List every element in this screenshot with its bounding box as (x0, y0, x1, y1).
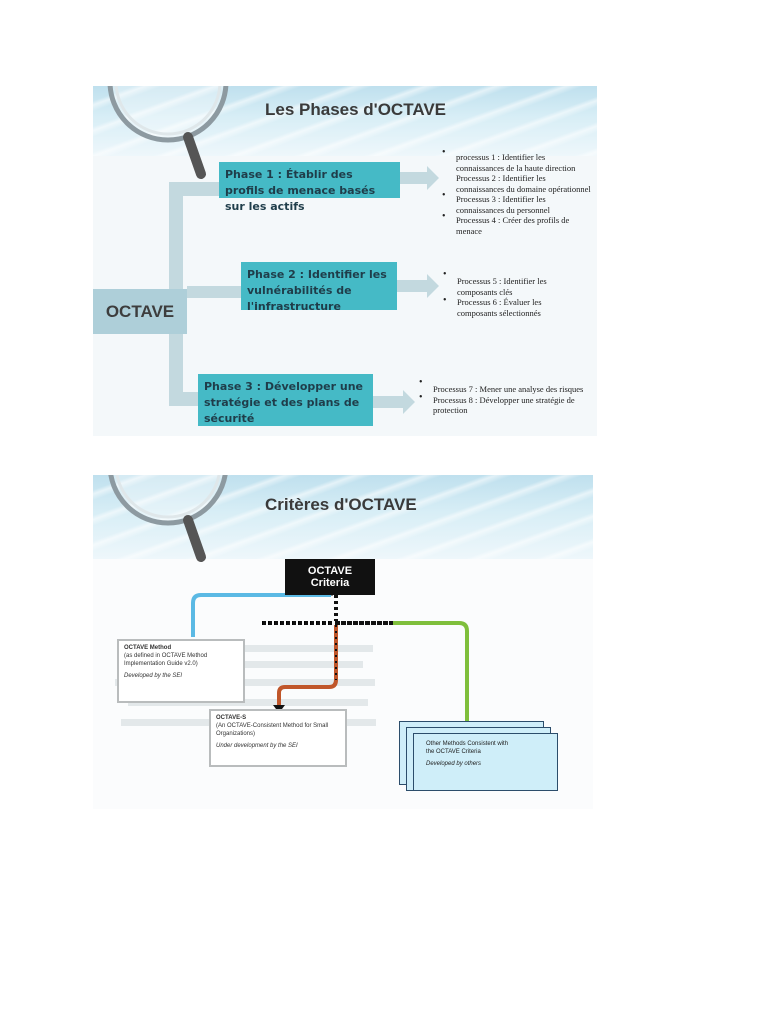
bullet: • (442, 147, 446, 158)
method-title: OCTAVE-S (216, 715, 247, 721)
slide-title: Les Phases d'OCTAVE (265, 100, 447, 119)
method-note: Developed by the SEI (124, 673, 183, 679)
slide-banner (93, 86, 597, 156)
other-methods-desc: Other Methods Consistent with the OCTAVE… (426, 741, 509, 755)
octave-s-box: OCTAVE-S (An OCTAVE-Consistent Method fo… (209, 709, 347, 767)
process-text: processus 1 : Identifier les connaissanc… (456, 152, 576, 173)
octave-method-box: OCTAVE Method (as defined in OCTAVE Meth… (117, 639, 245, 703)
process-text: Processus 3 : Identifier les connaissanc… (456, 194, 550, 215)
bullet: • (419, 377, 423, 388)
octave-criteria-slide: Critères d'OCTAVE OCTAVE Criteria OCTAVE… (93, 475, 593, 809)
method-note: Under development by the SEI (216, 743, 298, 749)
phase-1-box: Phase 1 : Établir des profils de menace … (219, 162, 400, 213)
other-methods-note: Developed by others (426, 761, 482, 767)
criteria-line: Criteria (310, 577, 350, 589)
criteria-connectors (191, 593, 473, 731)
process-item: • Processus 7 : Mener une analyse des ris… (419, 377, 595, 395)
magnifier-icon (107, 86, 229, 179)
process-text: Processus 5 : Identifier les composants … (457, 276, 547, 297)
bullet: • (443, 295, 447, 306)
slide-title: Critères d'OCTAVE (265, 495, 417, 514)
process-item: • Processus 8 : Développer une stratégie … (419, 392, 595, 416)
phase-2-process-list: • Processus 5 : Identifier les composants… (443, 269, 575, 318)
phase-1-process-list: • processus 1 : Identifier les connaissan… (442, 147, 594, 236)
process-text: Processus 2 : Identifier les connaissanc… (456, 173, 591, 194)
background-bar (123, 645, 373, 652)
process-item: • Processus 5 : Identifier les composants… (443, 269, 575, 297)
method-desc: (as defined in OCTAVE Method Implementat… (124, 653, 208, 667)
bullet: • (442, 190, 446, 201)
method-title: OCTAVE Method (124, 645, 172, 651)
process-text: Processus 8 : Développer une stratégie d… (433, 394, 575, 416)
process-item: • Processus 4 : Créer des profils de mena… (442, 211, 594, 236)
octave-phases-slide: Les Phases d'OCTAVE OCTAVE Phase 1 : Éta… (93, 86, 597, 436)
other-methods-text: Other Methods Consistent with the OCTAVE… (426, 740, 516, 768)
bullet: • (419, 391, 423, 403)
criteria-line: OCTAVE (307, 565, 353, 577)
process-item: • Processus 3 : Identifier les connaissan… (442, 190, 594, 215)
phase-3-box: Phase 3 : Développer une stratégie et de… (198, 374, 373, 426)
phase-3-process-list: • Processus 7 : Mener une analyse des ris… (419, 377, 595, 416)
bullet: • (442, 211, 446, 222)
process-item: Processus 2 : Identifier les connaissanc… (456, 173, 594, 194)
process-text: Processus 4 : Créer des profils de menac… (456, 215, 570, 236)
method-desc: (An OCTAVE-Consistent Method for Small O… (216, 723, 329, 737)
magnifier-icon (108, 475, 228, 562)
process-item: • processus 1 : Identifier les connaissan… (442, 147, 594, 173)
process-text: Processus 7 : Mener une analyse des risq… (433, 384, 584, 394)
process-text: Processus 6 : Évaluer les composants sél… (457, 297, 542, 318)
phase-2-box: Phase 2 : Identifier les vulnérabilités … (241, 262, 397, 313)
background-bar (128, 699, 368, 706)
bullet: • (443, 269, 447, 280)
background-bar (115, 679, 375, 686)
process-item: • Processus 6 : Évaluer les composants sé… (443, 295, 575, 318)
phase-arrows (169, 166, 439, 414)
background-bar (133, 661, 363, 668)
octave-root-box: OCTAVE (93, 289, 187, 334)
octave-criteria-box: OCTAVE Criteria (285, 559, 375, 595)
other-methods-box (413, 733, 558, 791)
